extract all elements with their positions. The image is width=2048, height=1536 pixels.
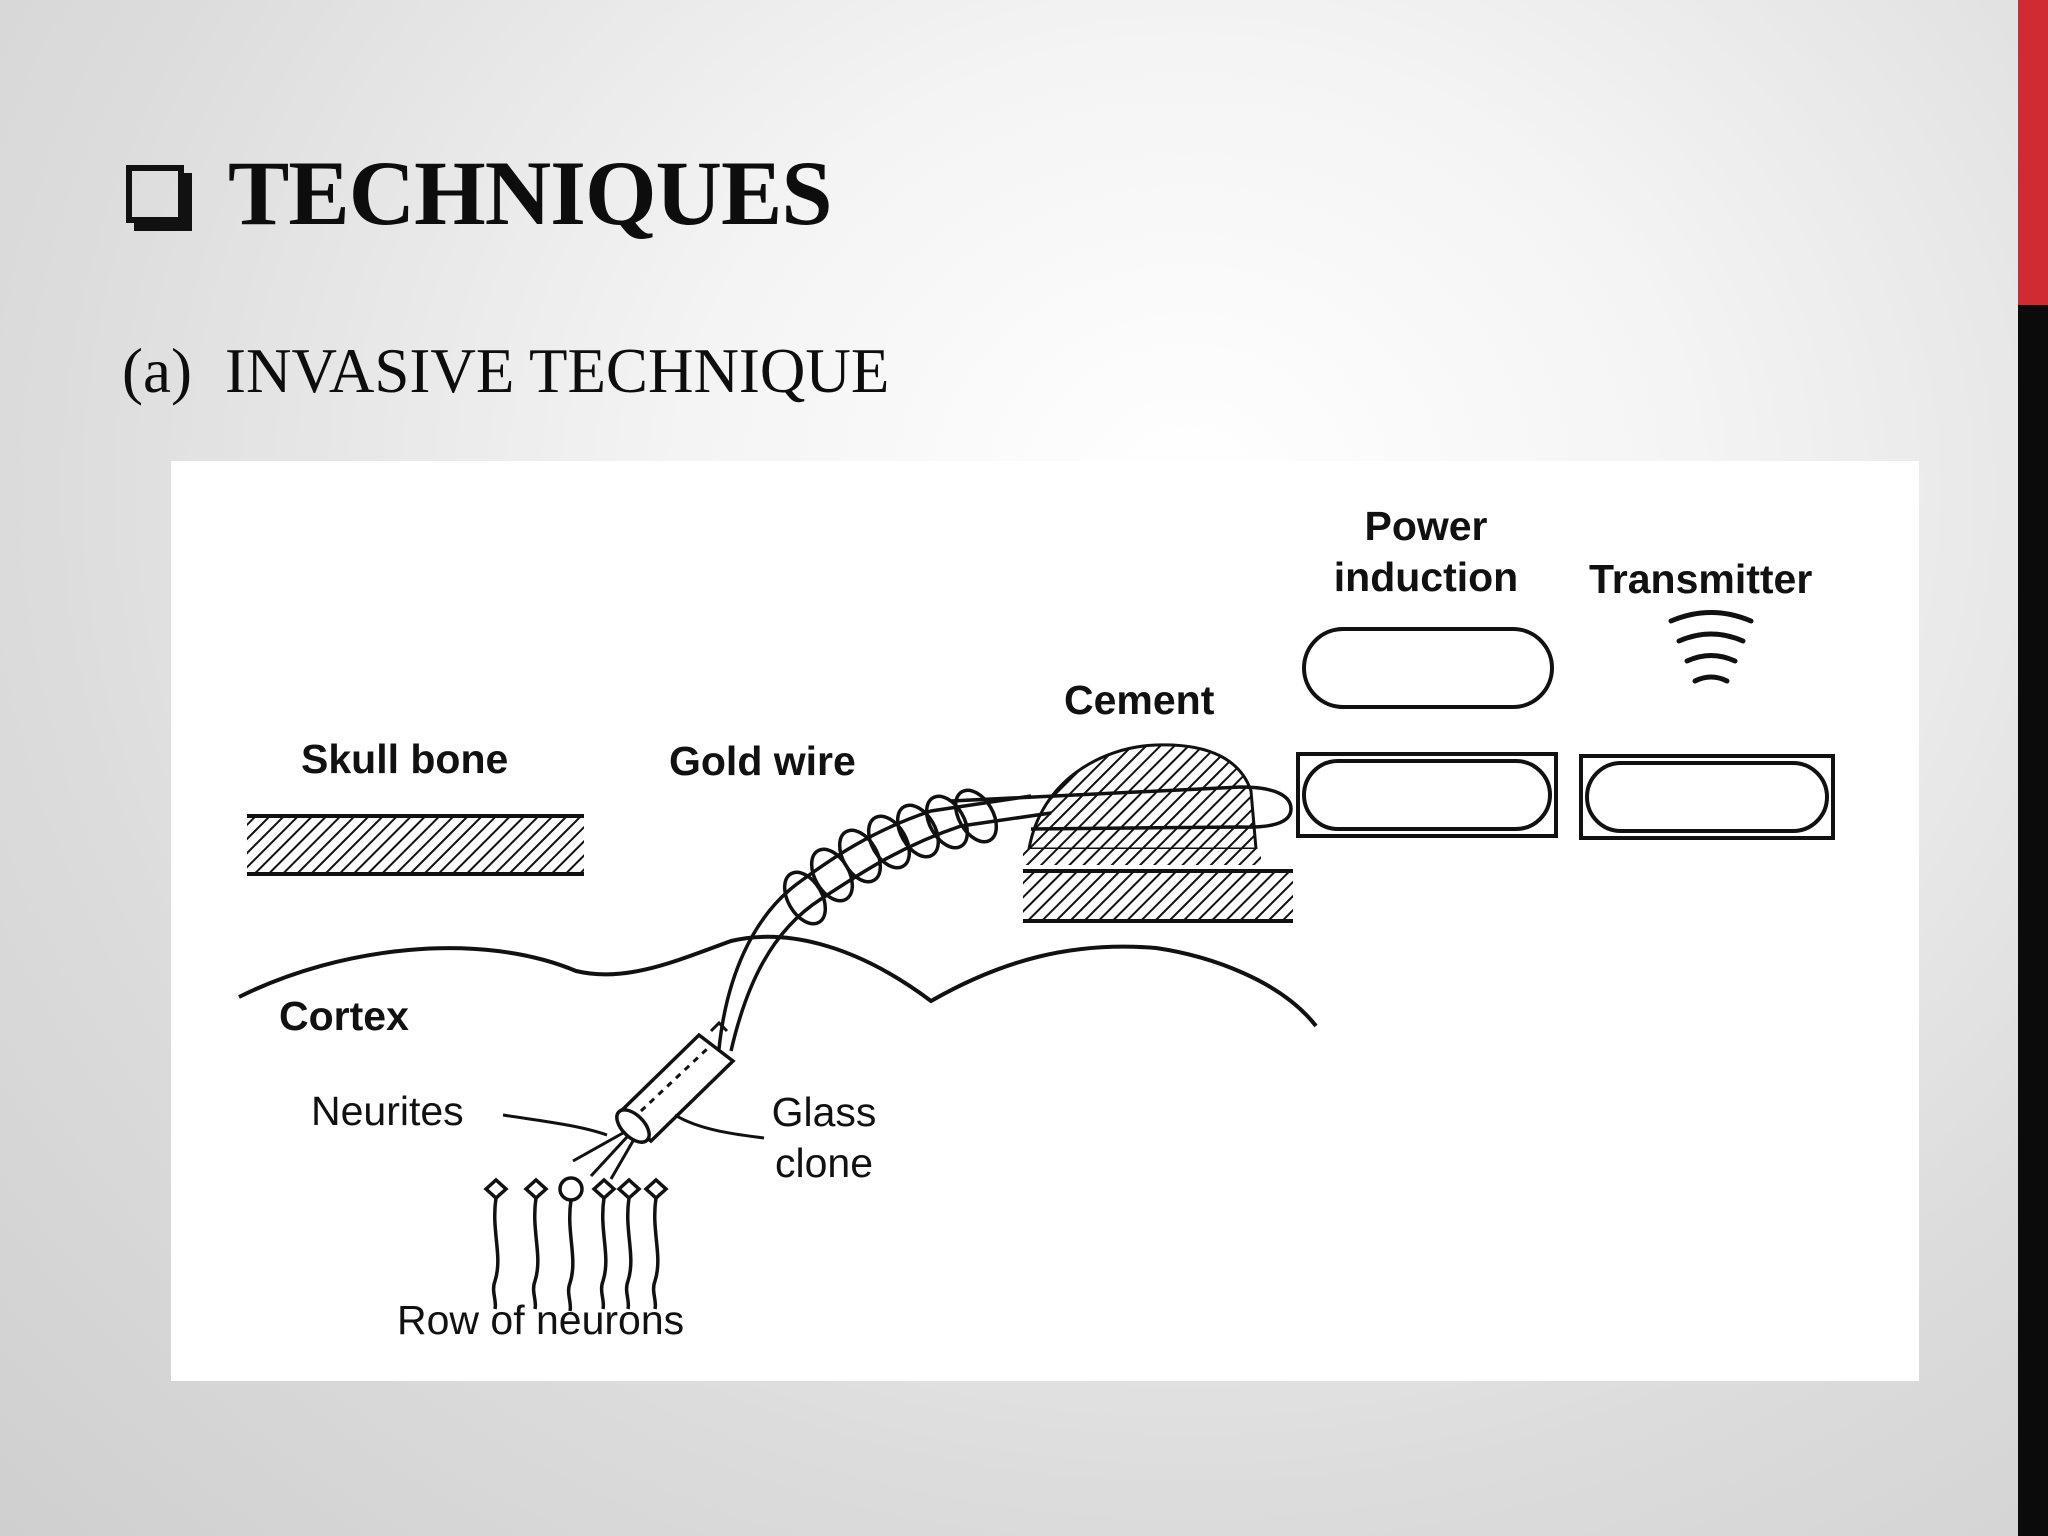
neurites (572, 1131, 635, 1180)
neuron (616, 1177, 642, 1310)
label-glass-clone-line1: Glass (771, 1089, 877, 1135)
row-of-neurons (483, 1176, 669, 1312)
label-leader-lines (502, 1113, 765, 1140)
slide-title: TECHNIQUES (126, 138, 832, 248)
gold-wire-coil (782, 788, 999, 926)
label-neurites: Neurites (311, 1088, 464, 1134)
transmitter-unit (1579, 754, 1835, 840)
subtitle-list-marker: (a) (122, 336, 192, 406)
checkbox-square-icon (126, 165, 184, 223)
slide-subtitle: (a) INVASIVE TECHNIQUE (122, 340, 889, 403)
skull-bone-shape (247, 814, 584, 876)
subtitle-text: INVASIVE TECHNIQUE (225, 336, 890, 406)
label-cortex: Cortex (279, 993, 409, 1039)
label-cement: Cement (1064, 677, 1215, 723)
cortex-surface (238, 934, 1318, 1028)
label-glass-clone-line2: clone (774, 1140, 873, 1187)
label-row-of-neurons: Row of neurons (397, 1297, 685, 1343)
glass-clone-electrode (615, 1020, 736, 1144)
slide-title-text: TECHNIQUES (228, 142, 832, 244)
slide-accent-bar-black (2018, 305, 2048, 1536)
label-power-induction-line2: induction (1333, 554, 1519, 601)
diagram-drawing (238, 610, 1835, 1312)
neuron (591, 1177, 617, 1310)
cement-mound (1023, 743, 1261, 869)
wireless-signal-icon (1668, 610, 1754, 684)
label-skull-bone: Skull bone (301, 736, 509, 782)
neuron (483, 1177, 509, 1310)
gold-wire (717, 794, 1052, 1052)
label-transmitter: Transmitter (1589, 556, 1813, 602)
slide-accent-bar-red (2018, 0, 2048, 305)
neuron (643, 1177, 669, 1310)
power-induction-coil-lower (1296, 752, 1558, 838)
label-glass-clone: Glass clone (759, 1087, 889, 1190)
neuron (523, 1177, 549, 1310)
invasive-bci-diagram: Skull bone Gold wire Cement Power induct… (171, 461, 1919, 1381)
label-power-induction: Power induction (1326, 501, 1526, 604)
cement-skull-bone (1023, 869, 1293, 923)
label-gold-wire: Gold wire (669, 738, 856, 784)
label-power-induction-line1: Power (1364, 503, 1488, 549)
power-induction-coil-upper (1302, 627, 1554, 709)
neuron (558, 1176, 584, 1312)
